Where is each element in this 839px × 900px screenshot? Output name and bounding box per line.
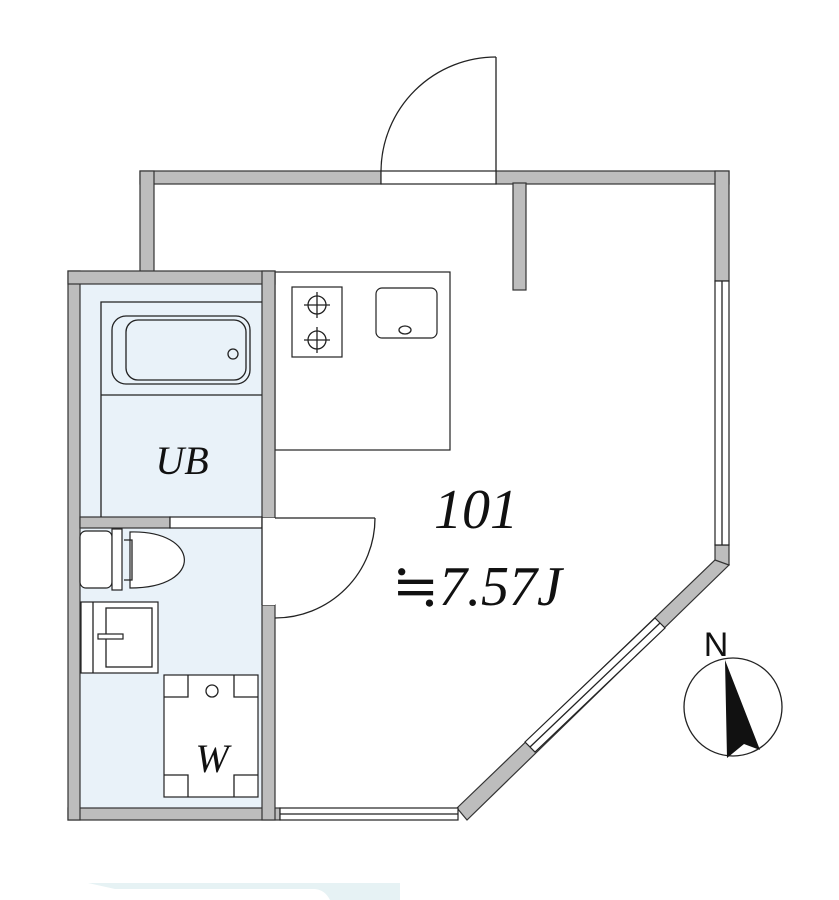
bathtub-icon — [111, 315, 251, 385]
room-label-washer: W — [195, 736, 232, 781]
entrance-door — [380, 56, 497, 185]
room-label-bath: UB — [155, 438, 208, 483]
unit-area: ≒7.57J — [392, 556, 565, 618]
compass-north-label: N — [704, 626, 729, 664]
washroom-door — [261, 517, 376, 619]
window-east — [714, 280, 730, 546]
toilet-icon — [79, 528, 185, 591]
unit-bath — [100, 301, 262, 517]
decorative-band — [88, 883, 400, 900]
window-south — [279, 807, 459, 821]
stove-icon — [291, 286, 343, 358]
window-diagonal — [524, 617, 666, 753]
kitchen-counter — [274, 271, 451, 451]
north-compass-icon: N — [683, 626, 783, 758]
washbasin-icon — [80, 601, 159, 674]
washer-space — [163, 674, 259, 798]
kitchen-sink-icon — [375, 287, 438, 339]
unit-number: 101 — [434, 479, 518, 541]
